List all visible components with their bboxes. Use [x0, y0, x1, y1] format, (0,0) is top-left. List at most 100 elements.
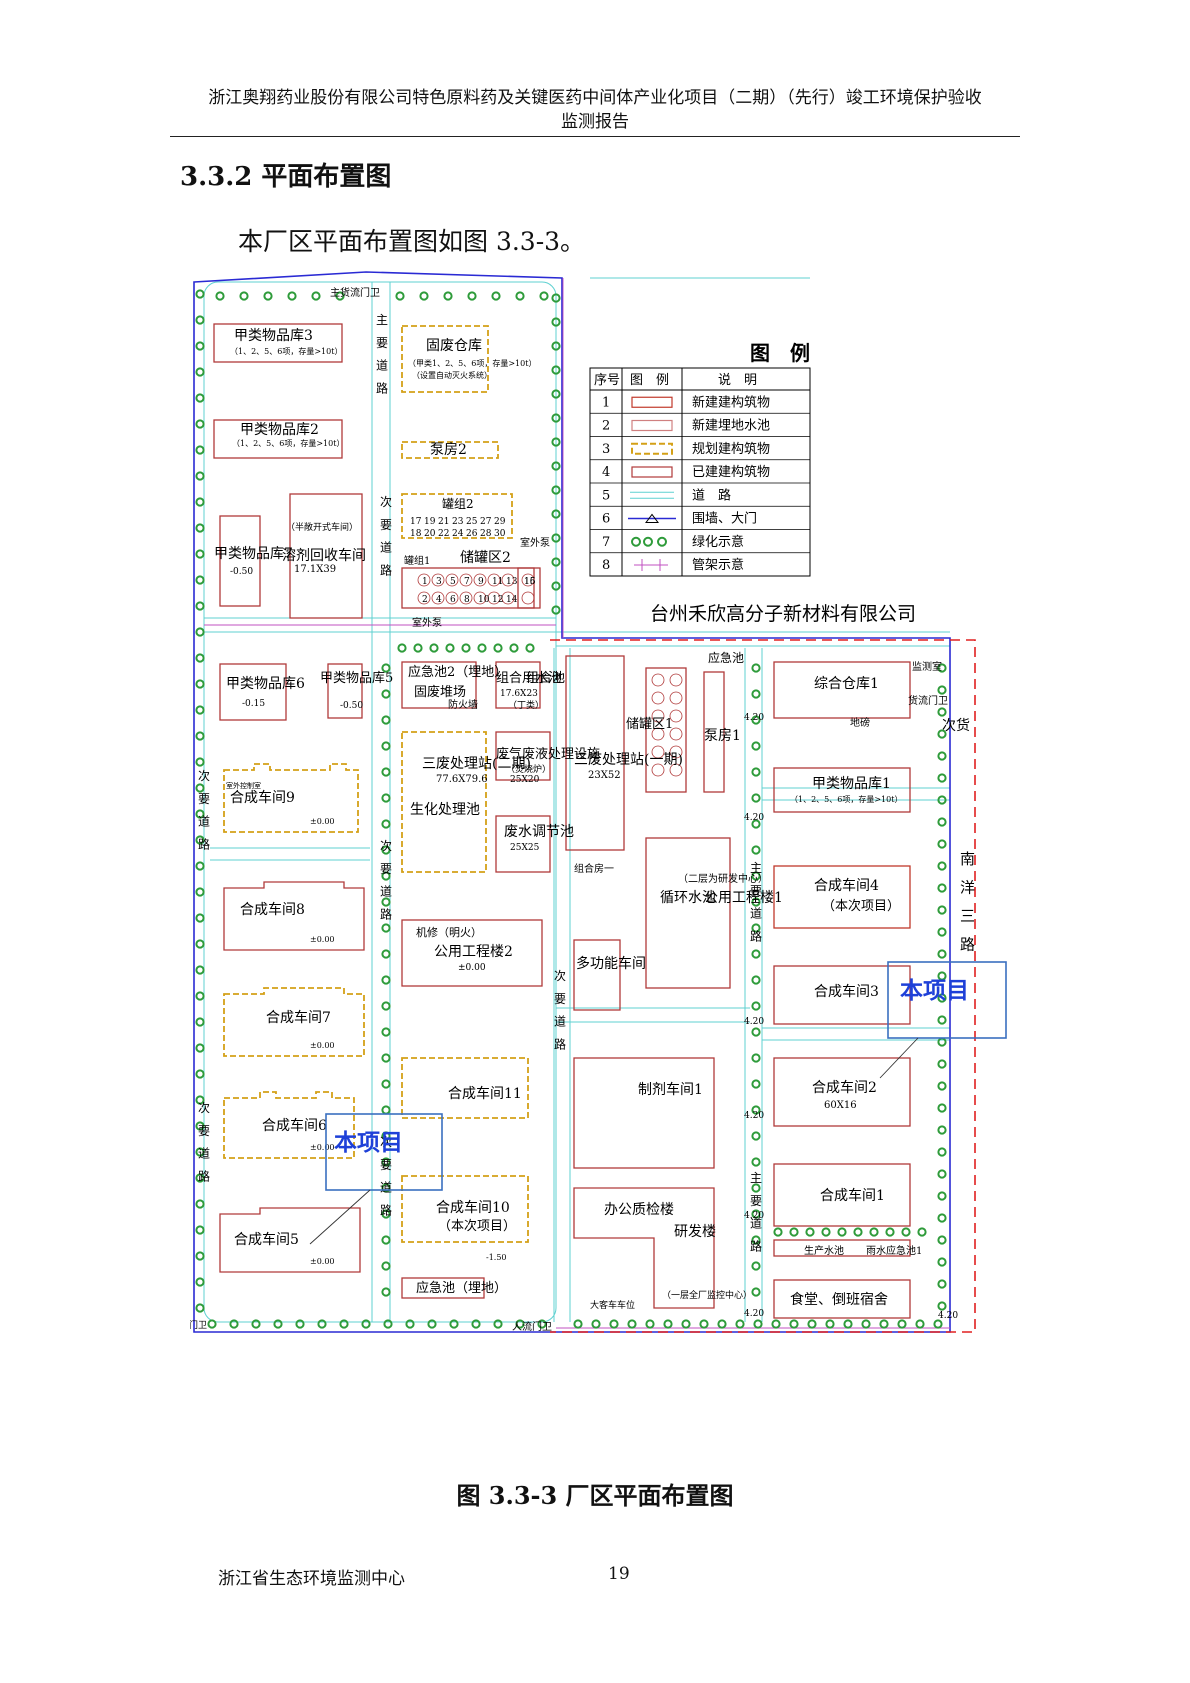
- tree-icon: [825, 1319, 835, 1329]
- tree-icon: [609, 1319, 619, 1329]
- tree-icon: [937, 707, 947, 717]
- tree-icon: [493, 1319, 503, 1329]
- label-workshop-10: 合成车间10: [436, 1199, 510, 1216]
- tree-icon: [551, 461, 561, 471]
- tank-number: 20: [424, 529, 436, 539]
- legend-row-desc: 新建埋地水池: [692, 418, 770, 434]
- tank-number: 2: [422, 595, 428, 605]
- label-sub-road-2: 次要道路: [380, 839, 392, 921]
- tree-icon: [515, 291, 525, 301]
- tree-icon: [751, 689, 761, 699]
- tank-circle: [669, 709, 683, 723]
- tank-number: 1: [422, 577, 428, 587]
- tree-icon: [381, 1261, 391, 1271]
- label-sub-road-3: 次要道路: [380, 1135, 392, 1217]
- tree-icon: [917, 1227, 927, 1237]
- label-monitor-room: 监测室: [912, 660, 942, 673]
- label-multifunction: 多功能车间: [576, 955, 646, 972]
- legend-row-number: 2: [602, 419, 610, 434]
- tree-icon: [751, 663, 761, 673]
- tree-icon: [735, 1319, 745, 1329]
- label-combo-pool-size: 17.6X23: [500, 689, 538, 699]
- label-sub-road-1: 次要道路: [380, 495, 392, 577]
- tree-icon: [195, 419, 205, 429]
- tank-number: 10: [478, 595, 490, 605]
- tank-circle: [445, 591, 459, 605]
- label-sub-road-6: 次要道路: [554, 969, 566, 1051]
- tree-icon: [195, 679, 205, 689]
- tree-icon: [751, 715, 761, 725]
- label-storage-6: 甲类物品库6: [226, 676, 305, 692]
- tree-icon: [381, 663, 391, 673]
- label-utility-2-note: 机修（明火）: [416, 925, 482, 939]
- tree-icon: [937, 993, 947, 1003]
- tree-icon: [381, 1287, 391, 1297]
- tree-icon: [751, 1157, 761, 1167]
- tree-icon: [551, 341, 561, 351]
- tree-icon: [915, 1319, 925, 1329]
- tank-number: 26: [466, 529, 478, 539]
- tree-icon: [381, 1105, 391, 1115]
- tree-icon: [195, 1095, 205, 1105]
- label-outdoor-pump-a: 室外泵: [412, 616, 442, 629]
- tank-circle: [487, 573, 501, 587]
- legend-row-number: 8: [602, 558, 610, 573]
- label-ws10-elev: -1.50: [486, 1253, 507, 1262]
- label-storage-3-note: （1、2、5、6项，存量>10t）: [230, 346, 342, 356]
- label-elevation-7: 4.20: [938, 1311, 958, 1321]
- label-utility-2-elev: ±0.00: [458, 963, 486, 973]
- label-main-road: 主要道路: [376, 313, 388, 395]
- tree-icon: [413, 643, 423, 653]
- tree-icon: [751, 1183, 761, 1193]
- tree-icon: [933, 1319, 943, 1329]
- tree-icon: [443, 291, 453, 301]
- tank-number: 13: [506, 577, 518, 587]
- tree-icon: [195, 549, 205, 559]
- tree-icon: [381, 741, 391, 751]
- legend-symbol: [634, 559, 668, 571]
- legend-symbol: [631, 536, 667, 547]
- label-gas-liquid: 废气废液处理设施: [496, 746, 600, 762]
- tank-circle: [431, 573, 445, 587]
- label-canteen: 食堂、倒班宿舍: [790, 1291, 888, 1308]
- label-main-road-2: 主要道路: [750, 861, 762, 943]
- tree-icon: [861, 1319, 871, 1329]
- tree-icon: [381, 1183, 391, 1193]
- tree-icon: [937, 861, 947, 871]
- tree-icon: [195, 705, 205, 715]
- legend-row-desc: 围墙、大门: [692, 512, 757, 527]
- tree-icon: [663, 1319, 673, 1329]
- building-solvent-recovery: [289, 493, 363, 619]
- tree-icon: [937, 729, 947, 739]
- legend-symbol: [631, 442, 673, 455]
- tree-icon: [789, 1319, 799, 1329]
- tree-icon: [361, 1319, 371, 1329]
- tree-icon: [937, 1147, 947, 1157]
- building-utility-2: [401, 919, 543, 987]
- tank-number: 7: [464, 577, 470, 587]
- building-workshop-5: [219, 1207, 361, 1273]
- label-elevation-4: 4.20: [744, 1111, 764, 1121]
- tank-number: 24: [452, 529, 464, 539]
- label-workshop-7: 合成车间7: [266, 1009, 331, 1026]
- tree-icon: [195, 1121, 205, 1131]
- building-preparation-1: [573, 1057, 715, 1169]
- label-solid-waste-note2: （设置自动灭火系统）: [412, 370, 492, 380]
- tree-icon: [751, 1027, 761, 1037]
- legend-header-symbol: 图 例: [630, 373, 669, 388]
- tree-icon: [937, 773, 947, 783]
- tank-number: 23: [452, 517, 464, 527]
- tree-icon: [381, 975, 391, 985]
- label-workshop-4: 合成车间4: [814, 877, 879, 894]
- label-emergency-right: 应急池: [708, 650, 744, 665]
- tree-icon: [901, 1227, 911, 1237]
- tree-icon: [627, 1319, 637, 1329]
- tree-icon: [395, 291, 405, 301]
- tree-icon: [551, 557, 561, 567]
- building-workshop-3: [773, 965, 911, 1025]
- tree-icon: [937, 883, 947, 893]
- tree-icon: [937, 1059, 947, 1069]
- tank-number: 28: [480, 529, 492, 539]
- label-production-pool: 生产水池: [804, 1244, 844, 1257]
- tank-number: 21: [438, 517, 449, 527]
